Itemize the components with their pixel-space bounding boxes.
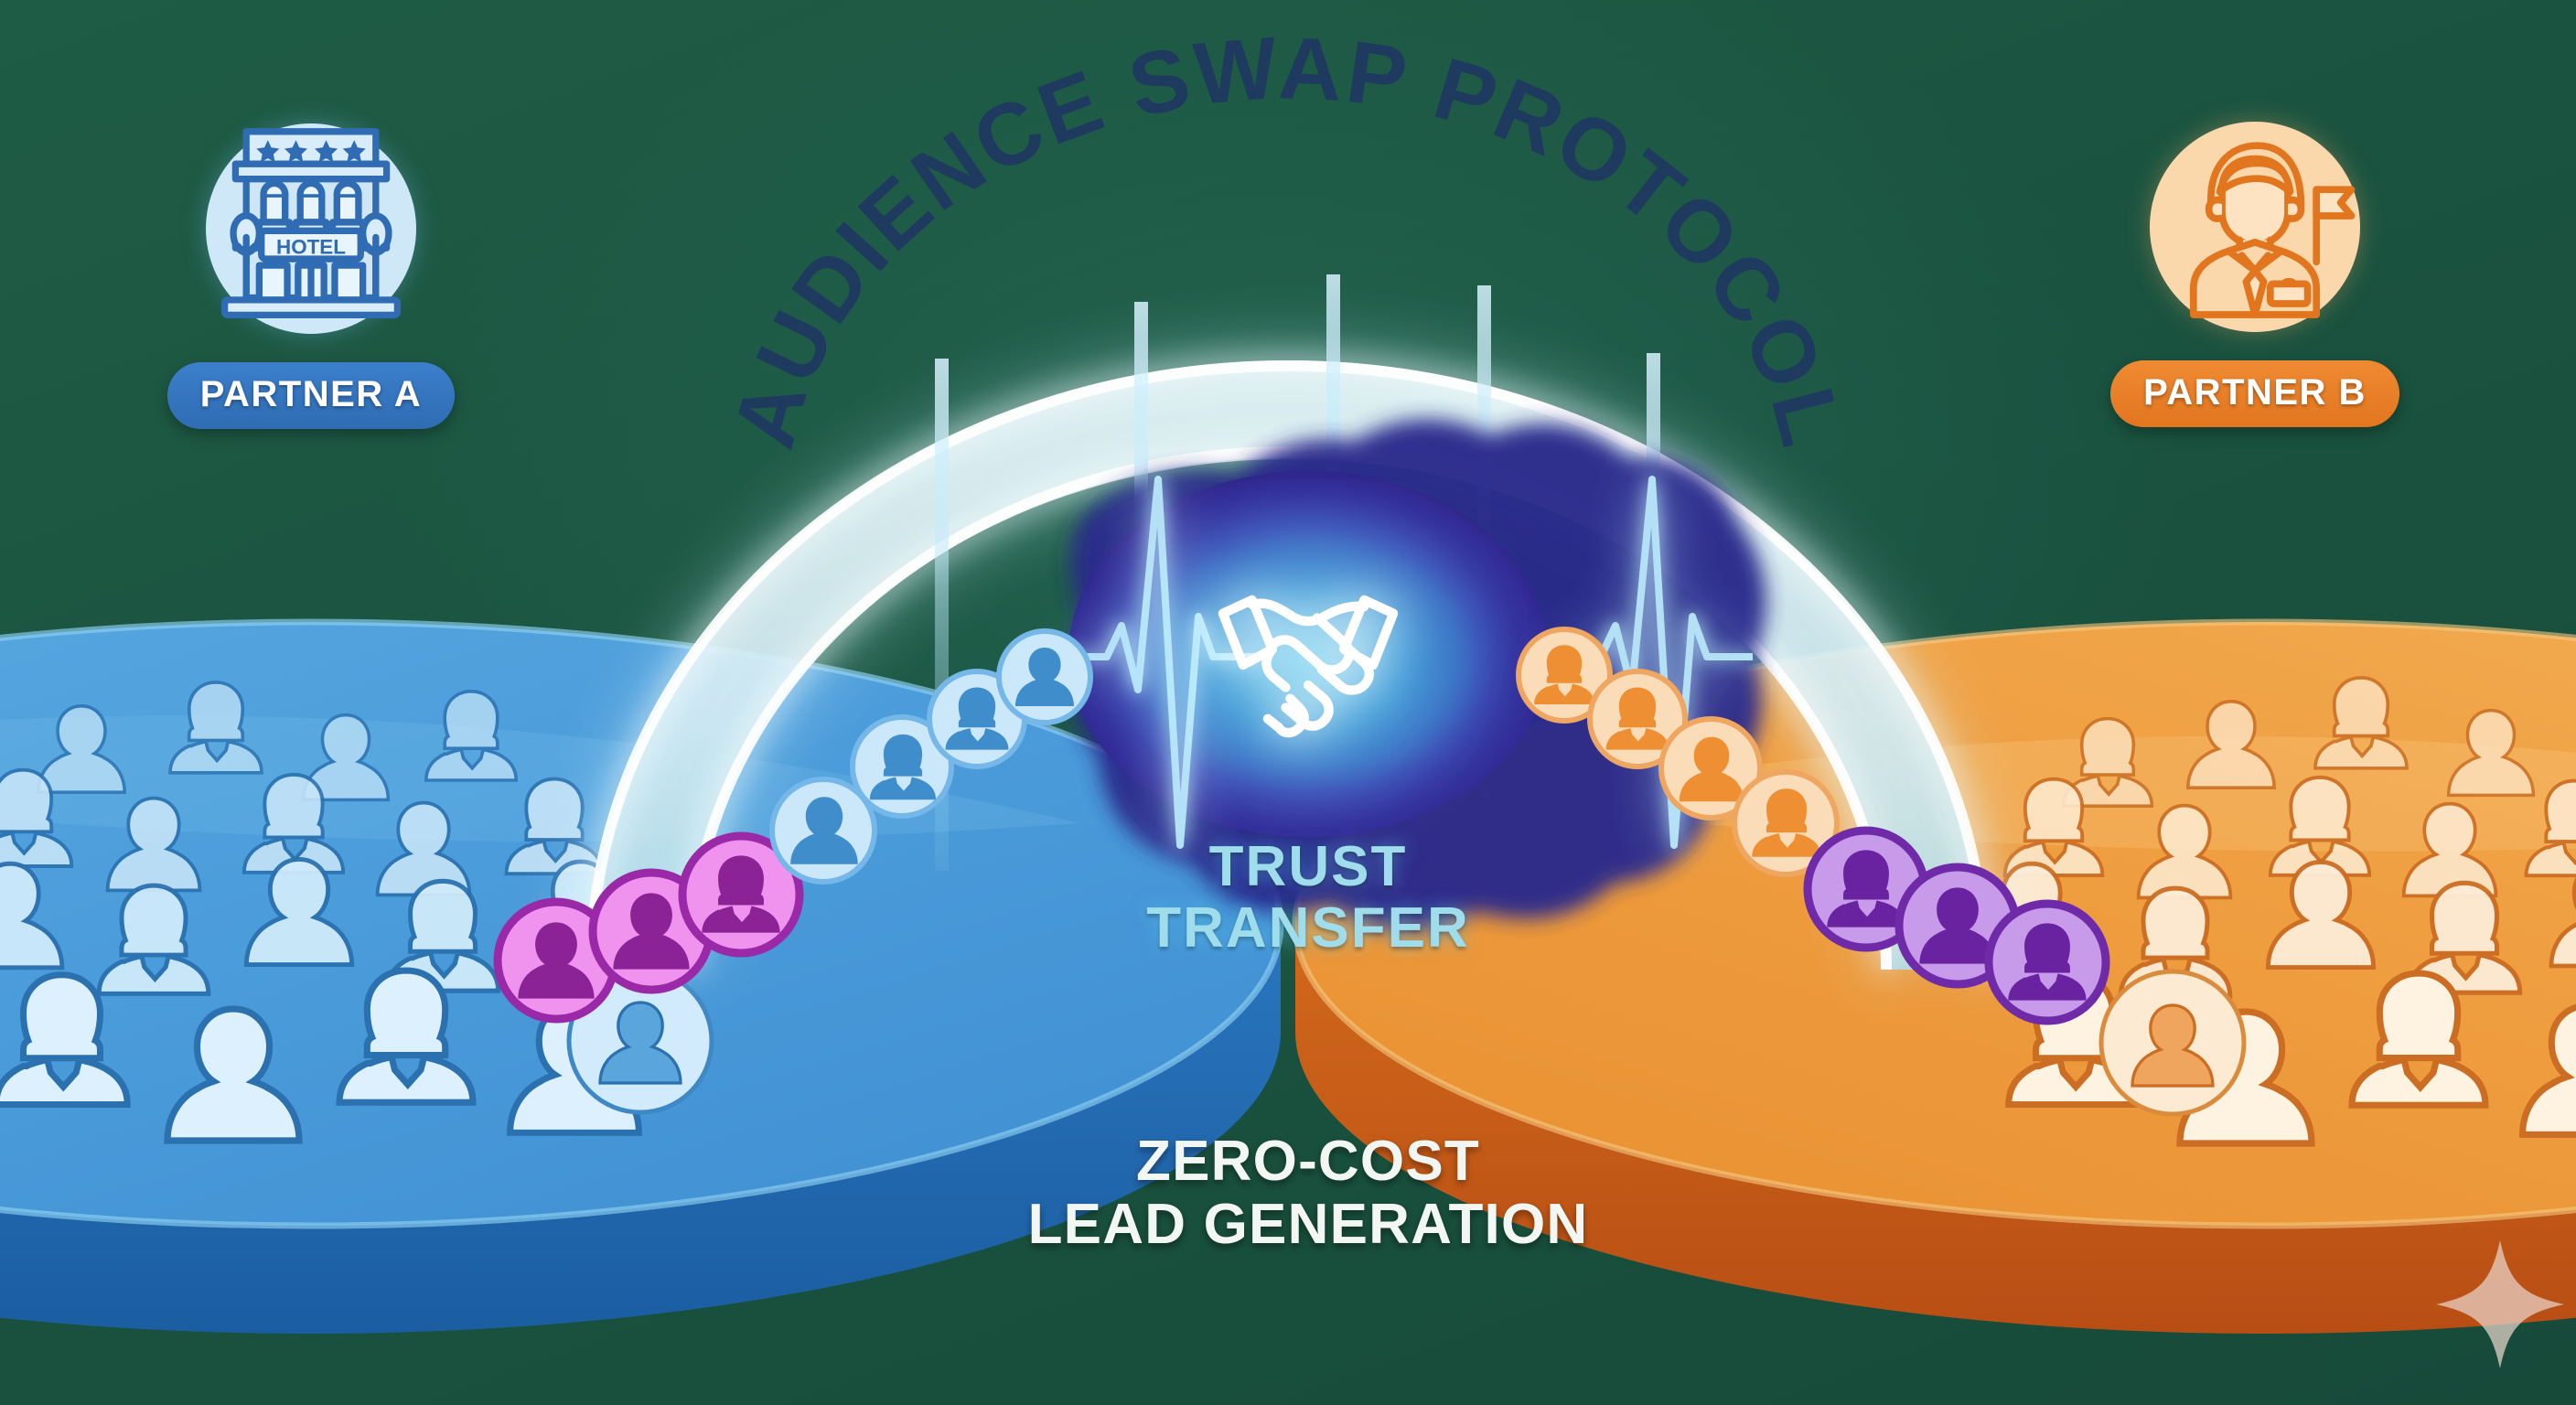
avatar-chain-left bbox=[493, 628, 1093, 1024]
hotel-sign-text: HOTEL bbox=[276, 235, 346, 258]
star-rating bbox=[256, 140, 366, 163]
tour-guide-icon bbox=[2136, 108, 2374, 346]
caption-line-1: ZERO-COST bbox=[1136, 1130, 1480, 1193]
avatar-chain-right bbox=[1516, 627, 2110, 1025]
partner-b-crowd bbox=[1980, 676, 2576, 1143]
partner-a-block: HOTEL PARTNER A bbox=[160, 110, 462, 429]
pool-right-rim bbox=[1295, 924, 2576, 1334]
trust-line-2: TRANSFER bbox=[1146, 896, 1470, 960]
climb-avatar bbox=[996, 628, 1093, 725]
bottom-caption: ZERO-COST LEAD GENERATION bbox=[961, 1130, 1656, 1257]
climb-avatar bbox=[1658, 716, 1763, 820]
transfer-avatar bbox=[678, 831, 804, 958]
climb-avatar bbox=[1587, 669, 1688, 769]
arch-outer-neon bbox=[585, 360, 1991, 971]
trust-transfer-label: TRUST TRANSFER bbox=[1034, 835, 1583, 960]
climb-avatar bbox=[769, 777, 877, 885]
partner-b-block: PARTNER B bbox=[2095, 108, 2415, 427]
partner-a-badge[interactable]: PARTNER A bbox=[166, 362, 456, 429]
hotel-building-icon: HOTEL bbox=[192, 110, 430, 348]
climb-avatar bbox=[850, 714, 954, 819]
trust-line-1: TRUST bbox=[1208, 835, 1408, 898]
transfer-avatar bbox=[1984, 899, 2110, 1025]
list-item bbox=[2098, 969, 2247, 1117]
handshake-neon-icon bbox=[1218, 595, 1399, 738]
climb-avatar bbox=[1732, 769, 1840, 877]
pool-left-rim bbox=[0, 924, 1281, 1334]
arch-band bbox=[591, 360, 1985, 971]
partner-b-badge[interactable]: PARTNER B bbox=[2110, 360, 2399, 427]
trust-transfer-node bbox=[1061, 419, 1766, 930]
climb-avatar bbox=[1516, 627, 1613, 724]
sparkle-icon bbox=[2436, 1240, 2564, 1368]
caption-line-2: LEAD GENERATION bbox=[1027, 1193, 1589, 1257]
pulse-waveform bbox=[1061, 476, 1753, 849]
